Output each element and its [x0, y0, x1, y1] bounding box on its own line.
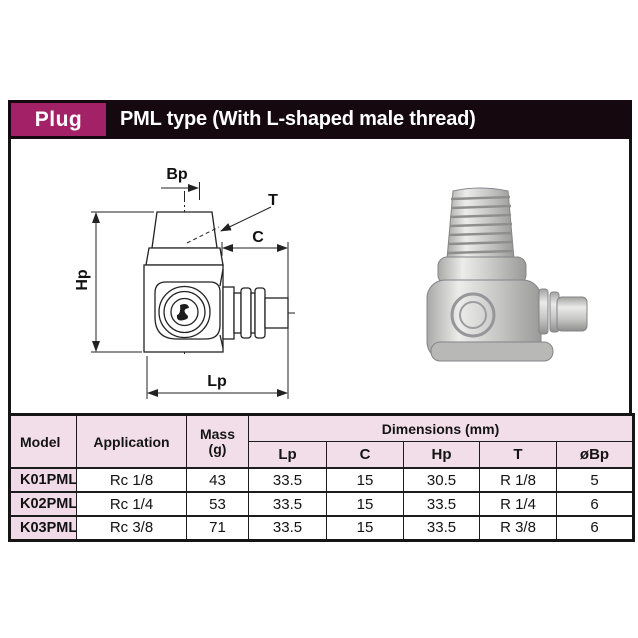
spec-table: Model Application Mass (g) Dimensions (m…	[8, 413, 636, 542]
table-row: K02PML Rc 1/4 53 33.5 15 33.5 R 1/4 6	[9, 491, 635, 517]
col-header-mass: Mass (g)	[186, 414, 249, 469]
cell-mass: 43	[186, 467, 249, 493]
cell-model: K01PML	[9, 467, 77, 493]
cell-lp: 33.5	[248, 491, 327, 517]
cell-bp: 6	[555, 515, 635, 541]
dim-label-t: T	[268, 192, 278, 209]
product-photo	[426, 187, 588, 362]
technical-drawing: Bp T C Hp Lp	[74, 166, 298, 399]
plug-category-badge: Plug	[11, 103, 106, 136]
table-row: K03PML Rc 3/8 71 33.5 15 33.5 R 3/8 6	[9, 515, 635, 541]
col-header-mass-line2: (g)	[208, 440, 227, 457]
cell-lp: 33.5	[248, 515, 327, 541]
figure-panel: Bp T C Hp Lp	[8, 139, 632, 413]
col-header-lp: Lp	[248, 441, 327, 469]
cell-mass: 71	[186, 515, 249, 541]
col-header-c: C	[326, 441, 404, 469]
dim-label-c: C	[252, 229, 264, 246]
section-header-bar: Plug PML type (With L-shaped male thread…	[8, 100, 632, 139]
col-header-application: Application	[76, 414, 187, 469]
cell-t: R 1/4	[479, 491, 557, 517]
cell-t: R 3/8	[479, 515, 557, 541]
dim-label-lp: Lp	[207, 373, 227, 390]
boss-logo-mark	[176, 304, 189, 321]
cell-lp: 33.5	[248, 467, 327, 493]
cell-model: K02PML	[9, 491, 77, 517]
cell-c: 15	[326, 491, 404, 517]
cell-hp: 30.5	[403, 467, 480, 493]
col-header-model: Model	[9, 414, 77, 469]
cell-c: 15	[326, 515, 404, 541]
cell-c: 15	[326, 467, 404, 493]
col-header-obp: øBp	[555, 441, 635, 469]
cell-bp: 6	[555, 491, 635, 517]
cell-hp: 33.5	[403, 515, 480, 541]
cell-t: R 1/8	[479, 467, 557, 493]
table-row: K01PML Rc 1/8 43 33.5 15 30.5 R 1/8 5	[9, 467, 635, 493]
cell-model: K03PML	[9, 515, 77, 541]
cell-bp: 5	[555, 467, 635, 493]
cell-mass: 53	[186, 491, 249, 517]
plug-badge-label: Plug	[34, 107, 83, 131]
dim-label-bp: Bp	[166, 166, 188, 183]
col-header-dimensions: Dimensions (mm)	[247, 414, 635, 442]
section-title: PML type (With L-shaped male thread)	[120, 108, 476, 130]
cell-application: Rc 3/8	[76, 515, 187, 541]
col-header-hp: Hp	[403, 441, 480, 469]
col-header-t: T	[479, 441, 557, 469]
figure-canvas: Bp T C Hp Lp	[74, 166, 588, 399]
cell-application: Rc 1/8	[76, 467, 187, 493]
cell-hp: 33.5	[403, 491, 480, 517]
cell-application: Rc 1/4	[76, 491, 187, 517]
col-header-mass-line1: Mass	[199, 425, 236, 442]
dim-label-hp: Hp	[74, 269, 91, 291]
